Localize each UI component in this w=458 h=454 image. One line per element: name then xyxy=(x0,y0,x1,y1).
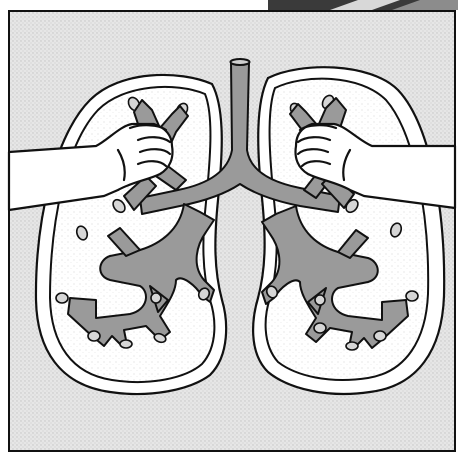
corner-photo-fragment xyxy=(268,0,458,10)
trachea-opening xyxy=(231,59,250,65)
